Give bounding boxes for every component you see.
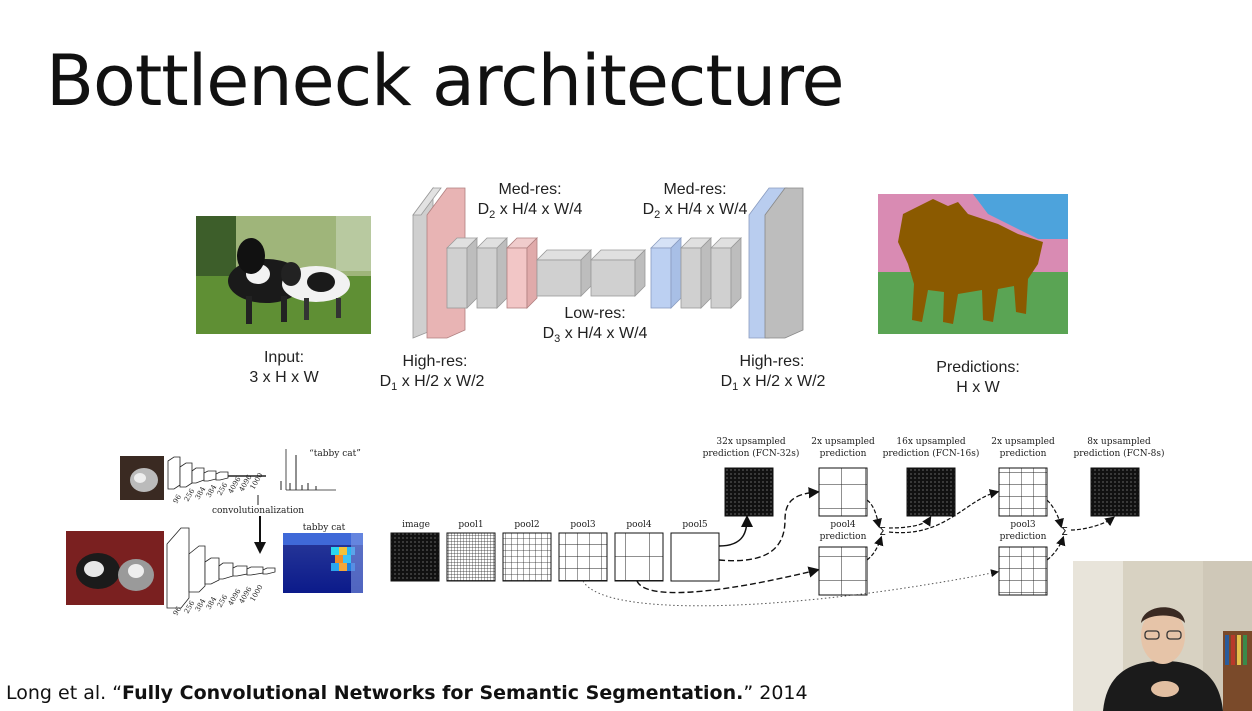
predictions-dims: H x W [956, 379, 1000, 396]
layer-med-left-1 [446, 237, 478, 309]
stage-label-pool2: pool2 [514, 520, 540, 530]
input-dims: 3 x H x W [249, 369, 319, 386]
predictions-segmentation [878, 194, 1068, 334]
tabby-cat-class-label: “tabby cat” [309, 449, 361, 459]
stage-label-pool5: pool5 [682, 520, 708, 530]
layer-med-right-blue [650, 237, 682, 309]
high-res-right-label: High-res: [739, 353, 805, 370]
med-res-right-dims: D2 x H/4 x W/4 [642, 201, 748, 222]
tabby-cat-photo-large [66, 531, 164, 605]
citation: Long et al. “Fully Convolutional Network… [6, 682, 808, 704]
svg-text:Σ: Σ [1061, 525, 1068, 538]
input-label: Input: [263, 349, 305, 366]
layer-low-res-2 [590, 249, 646, 297]
classification-network-diagram [167, 449, 336, 505]
slide-title: Bottleneck architecture [46, 40, 845, 122]
high-res-right-dims: D1 x H/2 x W/2 [720, 373, 826, 394]
tabby-cat-heatmap [283, 533, 363, 593]
layer-med-left-red [506, 237, 538, 309]
input-cow-photo [196, 216, 371, 334]
layer-med-right-2 [710, 237, 742, 309]
med-res-right-label: Med-res: [663, 181, 727, 198]
layer-med-right-1 [680, 237, 712, 309]
layer-med-left-2 [476, 237, 508, 309]
stage-label-pool3: pool3 [570, 520, 596, 530]
tabby-cat-photo-small [120, 456, 164, 500]
layer-right-gray [764, 187, 804, 339]
med-res-left-label: Med-res: [498, 181, 562, 198]
med-res-left-dims: D2 x H/4 x W/4 [477, 201, 583, 222]
stage-label-image: image [402, 520, 430, 530]
presenter-webcam [1073, 561, 1252, 711]
stage-label-pool1: pool1 [458, 520, 484, 530]
high-res-left-dims: D1 x H/2 x W/2 [379, 373, 485, 394]
svg-text:Σ: Σ [879, 525, 886, 538]
layer-low-res-1 [536, 249, 592, 297]
low-res-dims: D3 x H/4 x W/4 [542, 325, 648, 346]
high-res-left-label: High-res: [402, 353, 468, 370]
predictions-label: Predictions: [936, 359, 1020, 376]
fcn-skip-architecture-diagram: Σ Σ [390, 467, 1140, 607]
bottleneck-network-diagram [412, 186, 804, 339]
convolutionalization-arrow-icon [254, 516, 266, 554]
convolutionalization-label: convolutionalization [211, 506, 305, 516]
low-res-label: Low-res: [564, 305, 626, 322]
stage-label-pool4: pool4 [626, 520, 652, 530]
fully-convolutional-network-diagram [166, 527, 276, 609]
